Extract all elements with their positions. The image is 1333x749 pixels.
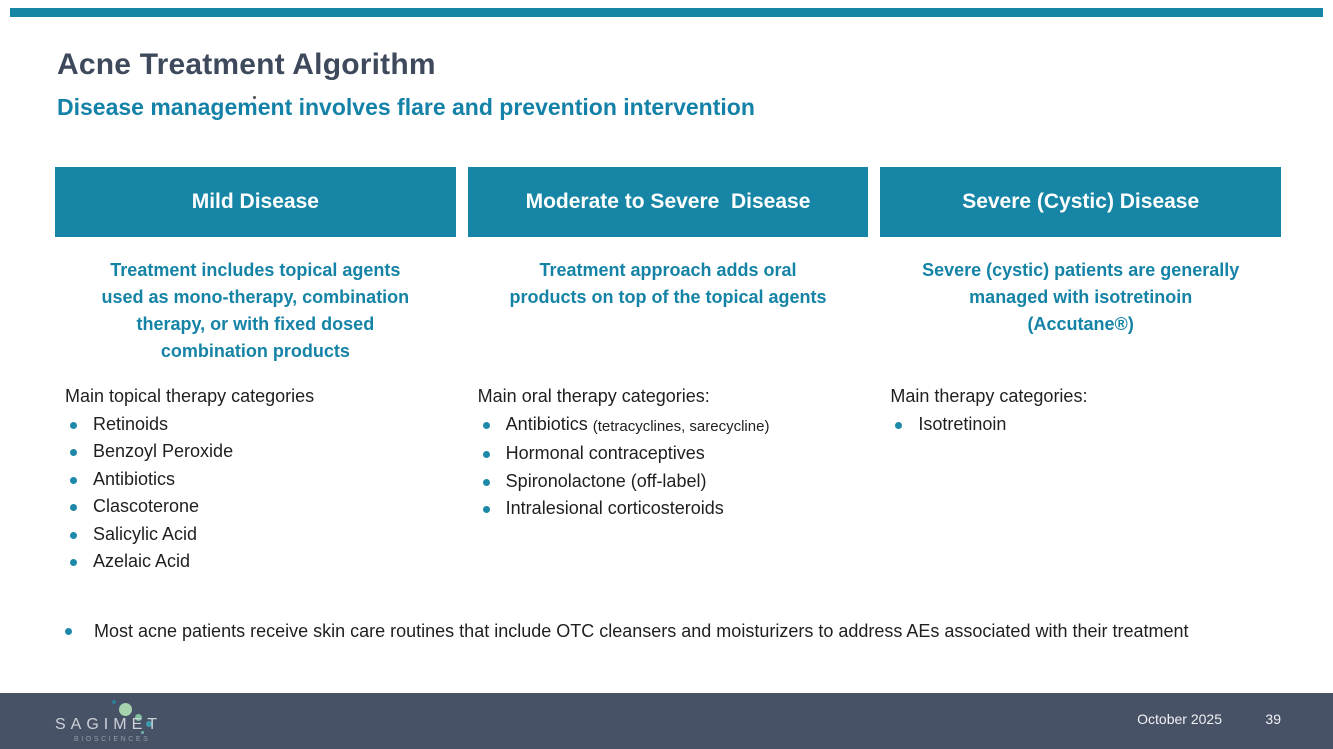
footer-bar: SAGIMET BIOSCIENCES October 2025 39 [0,693,1333,749]
bullet-icon [70,559,77,566]
list-item-label: Azelaic Acid [93,551,191,571]
column-list-severe-cystic: Main therapy categories: Isotretinoin [880,383,1281,438]
list-item: Antibiotics(tetracyclines, sarecycline) [478,411,869,441]
list-item-label: Hormonal contraceptives [505,443,705,463]
bullet-icon [65,628,72,635]
list-item-label: Antibiotics [93,468,176,489]
list-item-label: Benzoyl Peroxide [93,441,234,461]
footnote-text: Most acne patients receive skin care rou… [94,621,1189,641]
list-item-label: Clascoterone [93,496,200,516]
treatment-columns: Mild Disease Treatment includes topical … [55,167,1282,576]
bullet-icon [482,478,490,486]
list-item: Retinoids [65,411,456,439]
top-accent-bar [10,8,1323,17]
list-intro: Main topical therapy categories [65,386,315,406]
bullet-icon [70,504,77,511]
list-item: Hormonal contraceptives [478,440,869,468]
logo-wordmark: SAGIMET [55,716,163,733]
list-item-label: Antibiotics [505,413,588,434]
column-summary-moderate-severe: Treatment approach adds oral products on… [509,260,827,307]
column-header-moderate-severe: Moderate to Severe Disease [467,167,869,237]
column-mild-disease: Mild Disease Treatment includes topical … [55,167,456,576]
logo-subtext: BIOSCIENCES [74,736,151,743]
bullet-icon [70,421,77,429]
bullet-icon [482,421,490,429]
list-item: Isotretinoin [890,411,1281,439]
list-item-label: Intralesional corticosteroids [505,498,724,518]
bullet-icon [70,531,77,539]
bullet-icon [895,421,903,429]
list-item-label: Spironolactone (off-label) [505,470,707,491]
list-item: Clascoterone [65,493,456,521]
list-item-label: Salicylic Acid [93,523,198,544]
sagimet-logo: SAGIMET BIOSCIENCES [55,700,175,744]
column-summary-mild: Treatment includes topical agents used a… [101,260,410,361]
footnote: Most acne patients receive skin care rou… [60,618,1275,644]
bullet-icon [482,451,490,458]
column-severe-cystic-disease: Severe (Cystic) Disease Severe (cystic) … [880,167,1282,576]
column-list-moderate-severe: Main oral therapy categories: Antibiotic… [468,383,869,523]
footer-date: October 2025 [1137,711,1222,727]
list-intro: Main oral therapy categories: [477,386,710,406]
column-summary-severe-cystic: Severe (cystic) patients are generally m… [922,260,1240,334]
list-item: Azelaic Acid [65,548,456,576]
column-header-mild: Mild Disease [55,167,456,237]
footer-page-number: 39 [1265,711,1281,727]
page-subtitle: Disease management involves flare and pr… [57,94,755,120]
list-item: Benzoyl Peroxide [65,438,456,466]
column-moderate-severe-disease: Moderate to Severe Disease Treatment app… [467,167,869,576]
list-item: Antibiotics [65,466,456,494]
list-intro: Main therapy categories: [890,386,1088,406]
list-item: Spironolactone (off-label) [478,468,869,496]
bullet-icon [70,476,77,484]
list-item-note: (tetracyclines, sarecycline) [592,417,770,435]
list-item-label: Retinoids [93,413,169,434]
page-title: Acne Treatment Algorithm [57,48,436,81]
bullet-icon [70,449,77,456]
column-header-severe-cystic: Severe (Cystic) Disease [880,167,1282,237]
list-item: Salicylic Acid [65,521,456,549]
bullet-icon [482,506,490,513]
list-item: Intralesional corticosteroids [478,495,869,523]
list-item-label: Isotretinoin [918,413,1007,434]
stray-dot [253,96,256,99]
column-list-mild: Main topical therapy categories Retinoid… [55,383,456,576]
